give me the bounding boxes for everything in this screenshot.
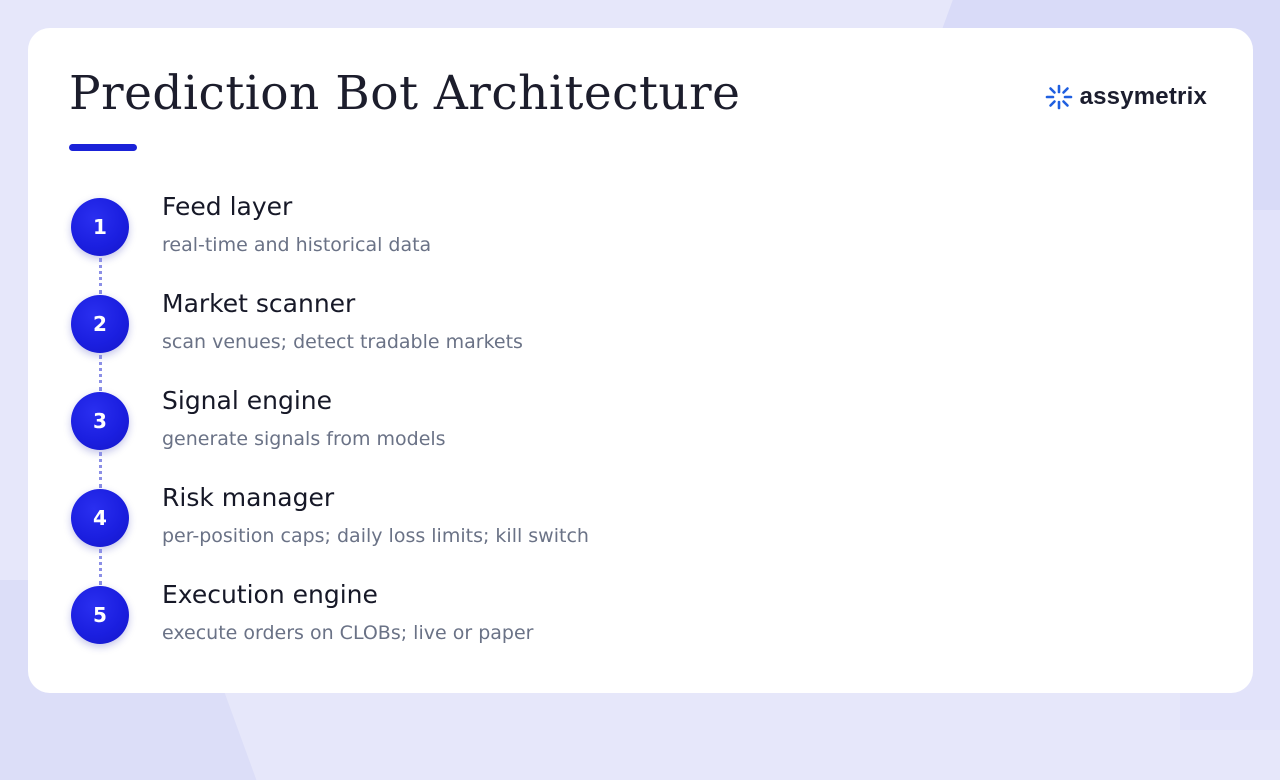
sparkle-burst-icon: [1045, 84, 1072, 110]
step-connector: [99, 258, 102, 294]
step-title: Feed layer: [162, 192, 293, 221]
step-number-badge: 3: [71, 392, 129, 450]
step-number-badge: 2: [71, 295, 129, 353]
step-description: per-position caps; daily loss limits; ki…: [162, 525, 589, 547]
step-description: real-time and historical data: [162, 234, 432, 256]
slide-title: Prediction Bot Architecture: [69, 66, 741, 121]
step-title: Execution engine: [162, 580, 378, 609]
step-connector: [99, 452, 102, 488]
brand-logo: assymetrix: [1044, 83, 1207, 111]
step-title: Risk manager: [162, 483, 335, 512]
step-connector: [99, 355, 102, 391]
step-title: Signal engine: [162, 386, 333, 415]
step-number-badge: 4: [71, 489, 129, 547]
step-description: generate signals from models: [162, 428, 446, 450]
step-description: execute orders on CLOBs; live or paper: [162, 622, 534, 644]
slide-card: Prediction Bot Architecture assymetrix 1…: [28, 28, 1253, 693]
step-number-badge: 1: [71, 198, 129, 256]
title-underline: [69, 144, 137, 151]
brand-name: assymetrix: [1079, 83, 1207, 110]
step-number-badge: 5: [71, 586, 129, 644]
step-description: scan venues; detect tradable markets: [162, 331, 523, 353]
step-title: Market scanner: [162, 289, 356, 318]
step-connector: [99, 549, 102, 585]
